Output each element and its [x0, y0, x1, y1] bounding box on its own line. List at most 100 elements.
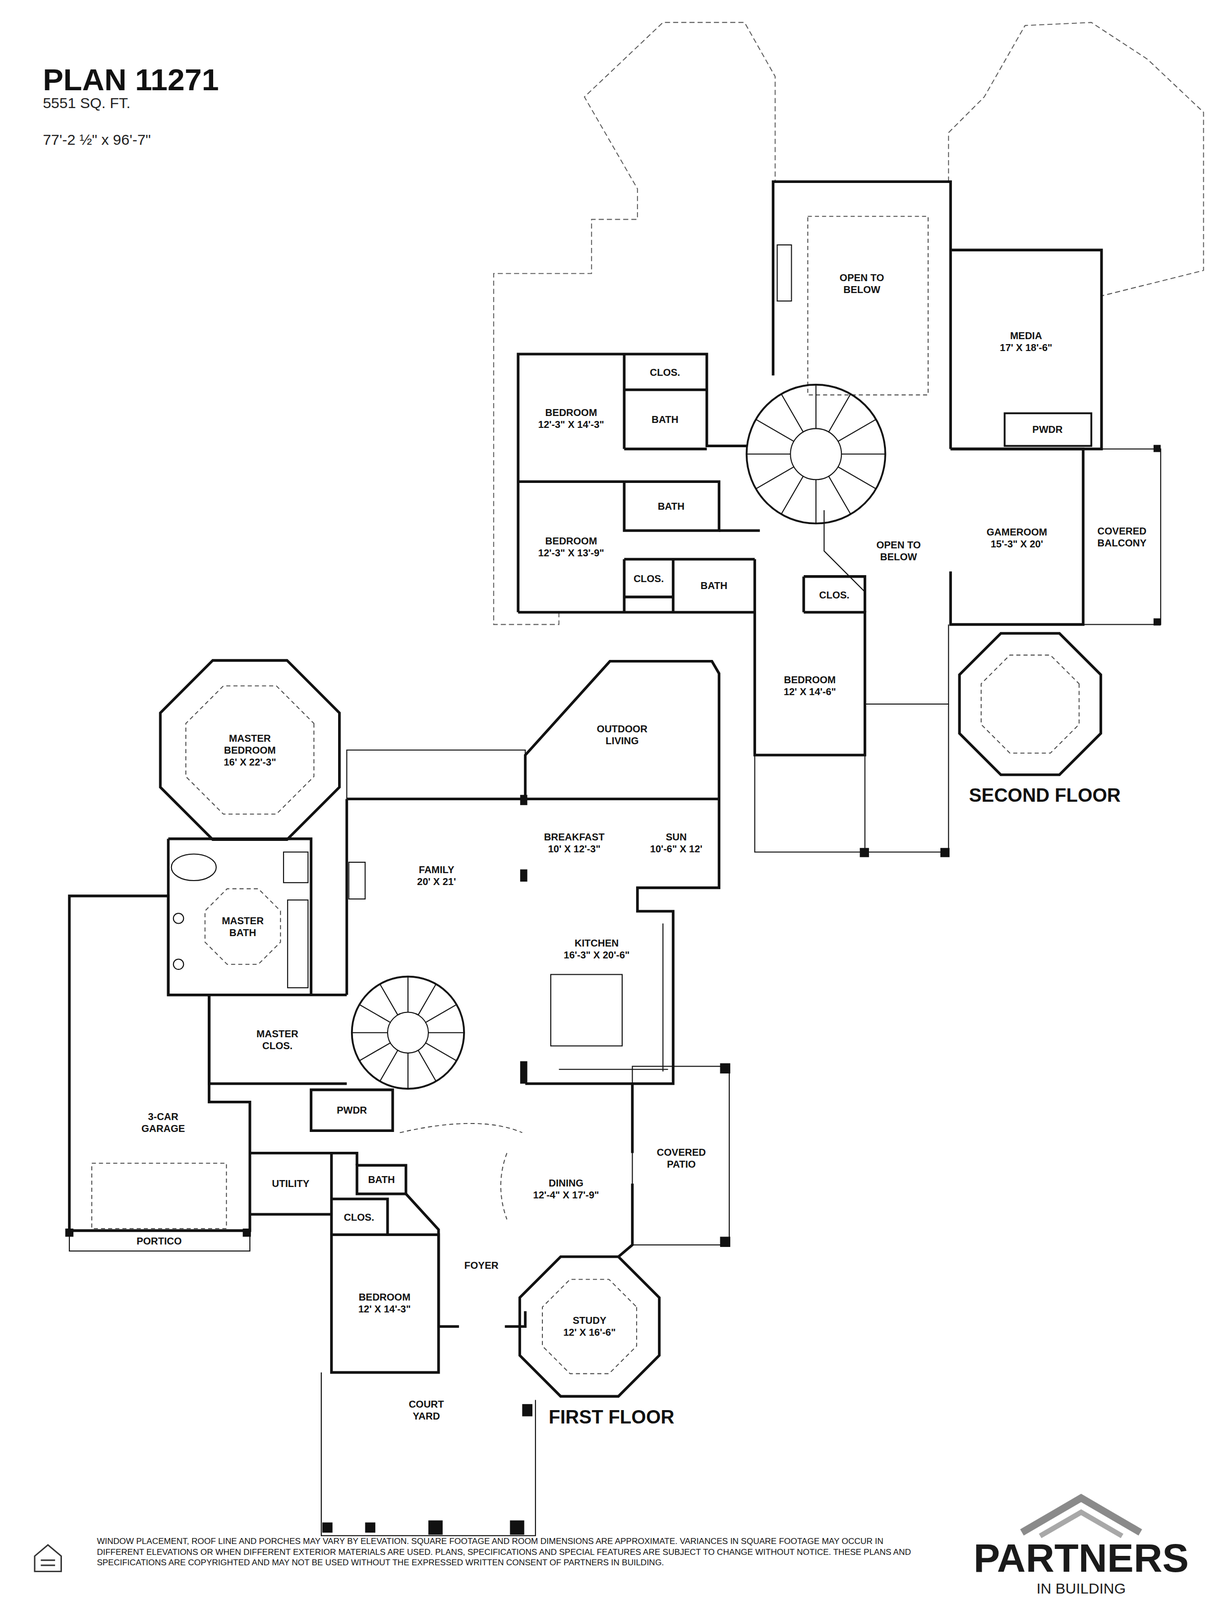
room-name: DINING — [548, 1176, 584, 1189]
room: MASTER CLOS. — [252, 1027, 303, 1052]
room-name: COVERED BALCONY — [1092, 525, 1152, 549]
exterior-wall — [525, 661, 720, 1084]
exterior-wall — [331, 1234, 439, 1373]
room-name: PORTICO — [136, 1234, 182, 1247]
fixture — [1004, 413, 1092, 447]
room: CLOS. — [818, 588, 850, 601]
porch-post — [65, 444, 1162, 1535]
exterior-wall — [518, 480, 625, 483]
room-size: 12' X 14'-3" — [358, 1302, 411, 1315]
tray-ceiling — [91, 216, 1079, 1374]
room: COURT YARD — [404, 1398, 449, 1422]
exterior-wall — [624, 447, 707, 451]
room-name: BEDROOM — [545, 534, 597, 547]
room-name: FOYER — [464, 1259, 499, 1272]
exterior-wall — [518, 353, 747, 613]
exterior-wall — [345, 798, 349, 995]
exterior-wall — [754, 559, 865, 756]
room: GAMEROOM15'-3" X 20' — [986, 526, 1048, 550]
room-name: CLOS. — [633, 572, 664, 585]
room-name: BATH — [657, 500, 685, 513]
room-name: FAMILY — [418, 863, 455, 876]
stair — [351, 976, 465, 1089]
room: PWDR — [336, 1104, 367, 1116]
exterior-wall — [525, 797, 720, 801]
porch-post — [940, 847, 950, 858]
exterior-wall — [950, 249, 1102, 449]
exterior-wall — [168, 838, 311, 995]
room-size: 10'-6" X 12' — [649, 842, 703, 855]
exterior-wall — [518, 610, 755, 614]
room-name: MASTER BATH — [218, 914, 268, 939]
room: BATH — [651, 413, 679, 426]
room-name: MEDIA — [1009, 329, 1042, 342]
exterior-wall — [249, 1212, 332, 1216]
roof-outline — [948, 22, 1204, 296]
room-name: OPEN TO BELOW — [876, 538, 921, 563]
tray-ceiling — [500, 1153, 507, 1220]
tray-ceiling — [542, 1279, 637, 1374]
fixture — [171, 244, 1092, 1072]
room-name: CLOS. — [649, 366, 681, 379]
porch-post — [65, 1228, 74, 1237]
room-size: 12' X 16'-6" — [563, 1326, 616, 1339]
fixture — [349, 862, 366, 899]
exterior-wall — [331, 1198, 388, 1235]
room-name: OPEN TO BELOW — [839, 271, 884, 296]
room-name: OUTDOOR LIVING — [592, 722, 652, 747]
porch-line — [346, 750, 526, 800]
room: COVERED BALCONY — [1092, 525, 1152, 549]
exterior-wall — [959, 633, 1101, 775]
roof-outline — [493, 22, 1204, 625]
floor-label: FIRST FLOOR — [548, 1406, 675, 1429]
tray-ceiling — [205, 888, 281, 965]
room-size: 10' X 12'-3" — [547, 842, 601, 855]
room-name: COVERED PATIO — [651, 1146, 711, 1170]
porch-post — [520, 1060, 527, 1084]
fixture — [550, 974, 623, 1046]
exterior-wall — [624, 557, 755, 561]
room-name: BATH — [700, 579, 728, 592]
room-name: MASTER BEDROOM — [217, 732, 283, 757]
porch-post — [322, 1522, 333, 1533]
disclaimer: WINDOW PLACEMENT, ROOF LINE AND PORCHES … — [96, 1535, 929, 1568]
brand-tagline: IN BUILDING — [1036, 1580, 1126, 1596]
room: PORTICO — [136, 1234, 182, 1247]
room: KITCHEN16'-3" X 20'-6" — [563, 936, 630, 961]
room-size: 20' X 21' — [416, 875, 456, 888]
stair — [351, 384, 886, 1089]
floor-label: SECOND FLOOR — [968, 784, 1121, 807]
exterior-wall — [330, 1153, 333, 1235]
room: CLOS. — [633, 572, 664, 585]
fixture — [283, 851, 308, 883]
brand-logo — [1042, 1512, 1120, 1535]
porch-post — [242, 1228, 251, 1237]
room: UTILITY — [272, 1177, 310, 1190]
porch-post — [520, 869, 527, 882]
porch-post — [428, 1520, 443, 1535]
porch-post — [719, 1062, 731, 1074]
exterior-wall — [209, 994, 348, 1084]
room: MASTER BATH — [218, 914, 268, 939]
brand-logo — [1025, 1497, 1138, 1535]
room-name: PWDR — [336, 1104, 367, 1116]
porch-line — [69, 1230, 250, 1251]
porch-line — [632, 1066, 730, 1245]
room: FAMILY20' X 21' — [416, 863, 456, 888]
room: DINING12'-4" X 17'-9" — [532, 1176, 599, 1201]
room-size: 15'-3" X 20' — [990, 537, 1044, 550]
porch-post — [859, 847, 870, 858]
exterior-wall — [438, 1234, 526, 1327]
porch-post — [510, 1520, 525, 1535]
room: PWDR — [1032, 423, 1063, 436]
room-size: 12' X 14'-6" — [783, 685, 837, 698]
exterior-wall — [671, 559, 675, 613]
porch-line — [754, 703, 949, 852]
porch-post — [1153, 444, 1161, 452]
equal-housing-icon — [34, 1544, 61, 1572]
exterior-wall — [718, 529, 760, 532]
room: CLOS. — [344, 1211, 375, 1224]
room: BEDROOM12' X 14'-6" — [783, 673, 837, 698]
room: OUTDOOR LIVING — [592, 722, 652, 747]
room-name: CLOS. — [818, 588, 850, 601]
